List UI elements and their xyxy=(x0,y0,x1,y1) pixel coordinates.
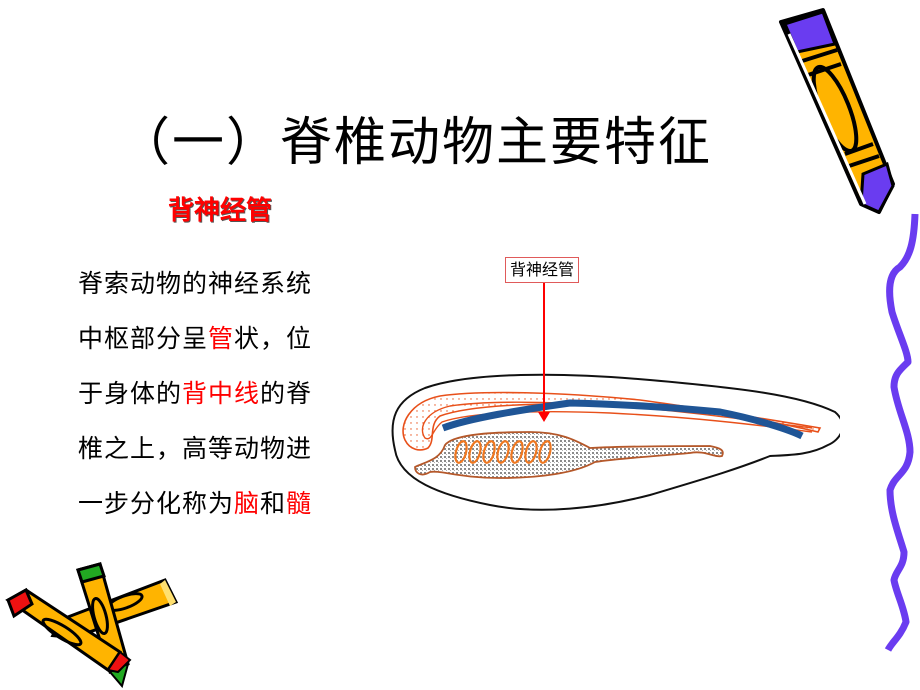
slide-title: （一）脊椎动物主要特征 xyxy=(118,113,713,173)
text-run: 一步分化称为 xyxy=(78,489,235,518)
pointer-arrowhead xyxy=(538,412,550,422)
highlight-text: 脑 xyxy=(234,489,261,518)
paragraph-line: 脊索动物的神经系统 xyxy=(78,258,378,313)
somites xyxy=(454,440,552,464)
paragraph-line: 于身体的背中线的脊 xyxy=(78,368,378,423)
highlight-text: 背中线 xyxy=(182,379,261,408)
text-run: 椎之上，高等动物进 xyxy=(78,434,313,463)
paragraph-line: 椎之上，高等动物进 xyxy=(78,423,378,478)
pencil-top-right-icon xyxy=(779,8,895,214)
text-run: 中枢部分呈 xyxy=(78,324,209,353)
section-subtitle: 背神经管 xyxy=(168,196,273,226)
text-run: 和 xyxy=(260,489,287,518)
text-run: 状，位 xyxy=(234,324,313,353)
paragraph-line: 一步分化称为脑和髓 xyxy=(78,478,378,533)
text-run: 于身体的 xyxy=(78,379,183,408)
highlight-text: 管 xyxy=(208,324,235,353)
diagram-label: 背神经管 xyxy=(505,257,580,283)
text-run: 的脊 xyxy=(260,379,313,408)
text-run: 脊索动物的神经系统 xyxy=(78,269,313,298)
body-paragraph: 脊索动物的神经系统 中枢部分呈管状，位 于身体的背中线的脊 椎之上，高等动物进 … xyxy=(78,258,378,533)
neural-tube xyxy=(441,399,804,440)
gut xyxy=(414,431,724,479)
squiggle-line-icon xyxy=(884,213,919,652)
highlight-text: 髓 xyxy=(286,489,313,518)
paragraph-line: 中枢部分呈管状，位 xyxy=(78,313,378,368)
pencils-bottom-left-icon xyxy=(5,562,179,689)
embryo-diagram xyxy=(391,283,840,511)
